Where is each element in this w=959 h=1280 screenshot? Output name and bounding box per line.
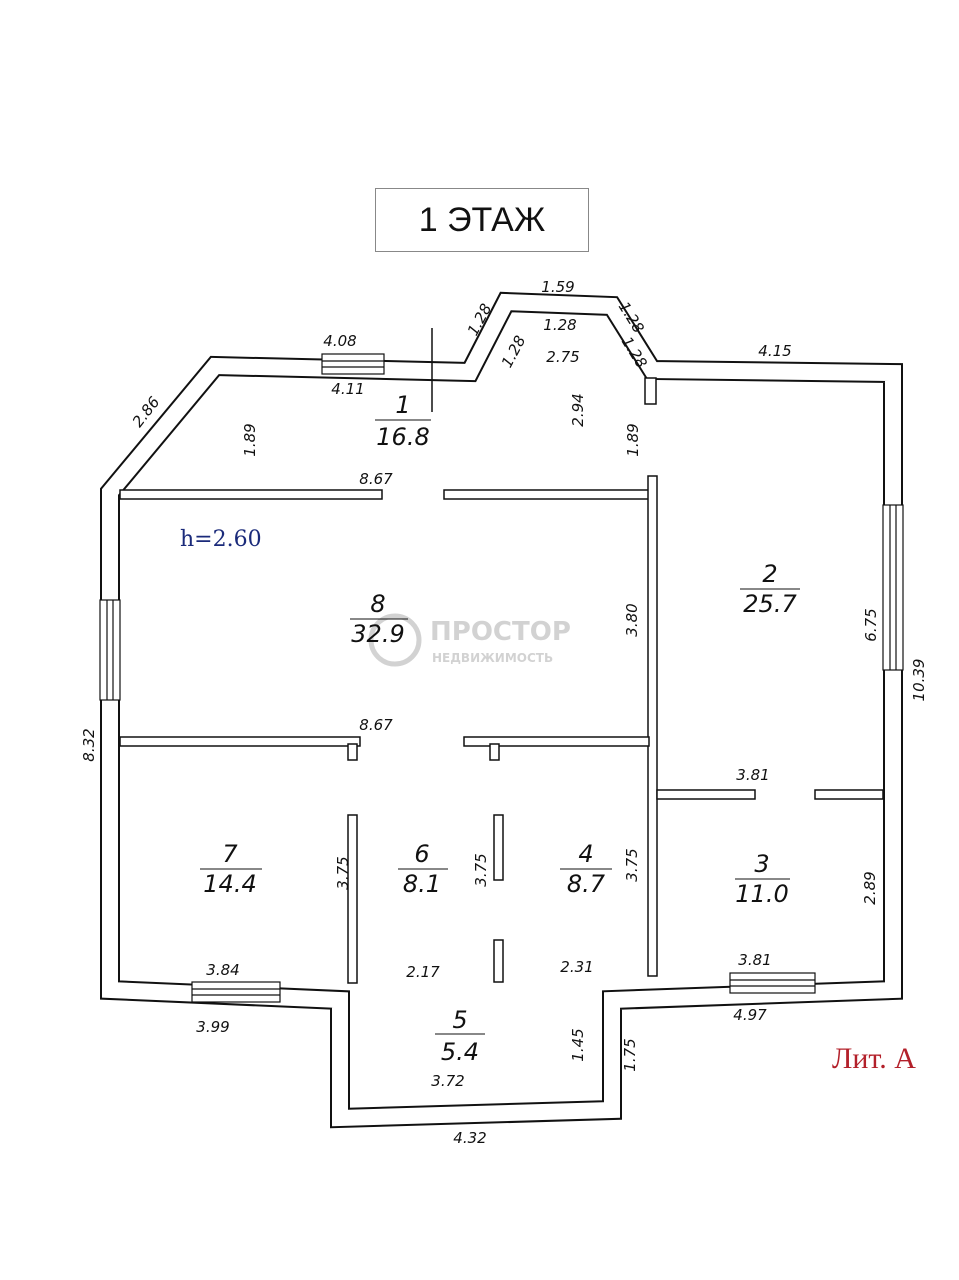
room-text: 6 bbox=[414, 840, 429, 868]
dimension-label: 8.32 bbox=[80, 728, 98, 761]
room-text: 32.9 bbox=[351, 620, 404, 648]
dimension-label: 4.08 bbox=[323, 332, 356, 350]
watermark-logo-icon bbox=[368, 613, 422, 667]
dimension-label: 3.81 bbox=[738, 951, 771, 969]
dimension-label: 6.75 bbox=[862, 608, 880, 641]
room-text: 11.0 bbox=[735, 880, 788, 908]
dimension-label: 2.31 bbox=[560, 958, 593, 976]
dimension-label: 3.81 bbox=[736, 766, 769, 784]
dimension-label: 3.75 bbox=[472, 853, 490, 886]
dimension-label: 8.67 bbox=[359, 470, 393, 488]
room-text: 5.4 bbox=[441, 1038, 479, 1066]
dimension-label: 3.75 bbox=[623, 848, 641, 881]
room-8: 832.9 bbox=[350, 590, 408, 648]
dimension-label: 8.67 bbox=[359, 716, 393, 734]
room-text: 3 bbox=[754, 850, 769, 878]
room-6: 68.1 bbox=[398, 840, 448, 898]
lit-label: Лит. А bbox=[832, 1042, 916, 1075]
room-text: 14.4 bbox=[203, 870, 256, 898]
floor-title: 1 ЭТАЖ bbox=[375, 188, 589, 252]
room-text: 8.7 bbox=[567, 870, 606, 898]
dimension-label: 4.15 bbox=[758, 342, 791, 360]
room-7: 714.4 bbox=[200, 840, 262, 898]
ceiling-height-label: h=2.60 bbox=[180, 527, 262, 552]
dimension-label: 2.94 bbox=[569, 393, 587, 426]
dimension-label: 1.75 bbox=[621, 1038, 639, 1071]
interior-walls bbox=[119, 377, 884, 984]
dimension-label: 1.28 bbox=[543, 316, 576, 334]
dimension-label: 3.72 bbox=[431, 1072, 464, 1090]
dimension-label: 1.45 bbox=[569, 1028, 587, 1061]
dimension-label: 2.89 bbox=[861, 871, 879, 904]
dimension-label: 3.80 bbox=[623, 603, 641, 636]
dimension-label: 3.84 bbox=[206, 961, 239, 979]
dimension-label: 2.17 bbox=[406, 963, 440, 981]
dimension-label: 1.28 bbox=[498, 333, 530, 371]
room-4: 48.7 bbox=[560, 840, 612, 898]
room-5: 55.4 bbox=[435, 1006, 485, 1066]
dimension-label: 4.11 bbox=[331, 380, 364, 398]
room-labels: 116.8 225.7 311.0 48.7 55.4 68.1 714.4 8… bbox=[200, 391, 800, 1066]
dimension-label: 10.39 bbox=[910, 659, 928, 702]
watermark-name: ПРОСТОР bbox=[430, 617, 571, 647]
windows bbox=[99, 353, 904, 1003]
room-3: 311.0 bbox=[735, 850, 790, 908]
watermark-sub: НЕДВИЖИМОСТЬ bbox=[432, 651, 553, 665]
room-text: 4 bbox=[578, 840, 593, 868]
dimension-label: 3.75 bbox=[334, 856, 352, 889]
room-text: 1 bbox=[395, 391, 410, 419]
watermark: ПРОСТОР НЕДВИЖИМОСТЬ bbox=[368, 613, 571, 667]
room-2: 225.7 bbox=[740, 560, 800, 618]
room-text: 8 bbox=[370, 590, 385, 618]
room-text: 25.7 bbox=[743, 590, 797, 618]
room-text: 2 bbox=[762, 560, 777, 588]
dimension-label: 4.32 bbox=[453, 1129, 486, 1147]
dimension-label: 4.97 bbox=[733, 1006, 767, 1024]
dimension-label: 1.59 bbox=[541, 278, 574, 296]
outer-walls bbox=[100, 291, 903, 1129]
dimension-labels: 4.08 4.11 2.86 1.89 1.28 1.59 1.28 1.28 … bbox=[80, 278, 928, 1147]
dimension-label: 1.89 bbox=[241, 423, 259, 456]
room-text: 16.8 bbox=[376, 423, 429, 451]
dimension-label: 2.75 bbox=[546, 348, 579, 366]
dimension-label: 3.99 bbox=[196, 1018, 229, 1036]
dimension-label: 1.89 bbox=[624, 423, 642, 456]
room-text: 7 bbox=[222, 840, 238, 868]
room-text: 8.1 bbox=[403, 870, 441, 898]
room-text: 5 bbox=[452, 1006, 467, 1034]
room-1: 116.8 bbox=[375, 391, 431, 451]
